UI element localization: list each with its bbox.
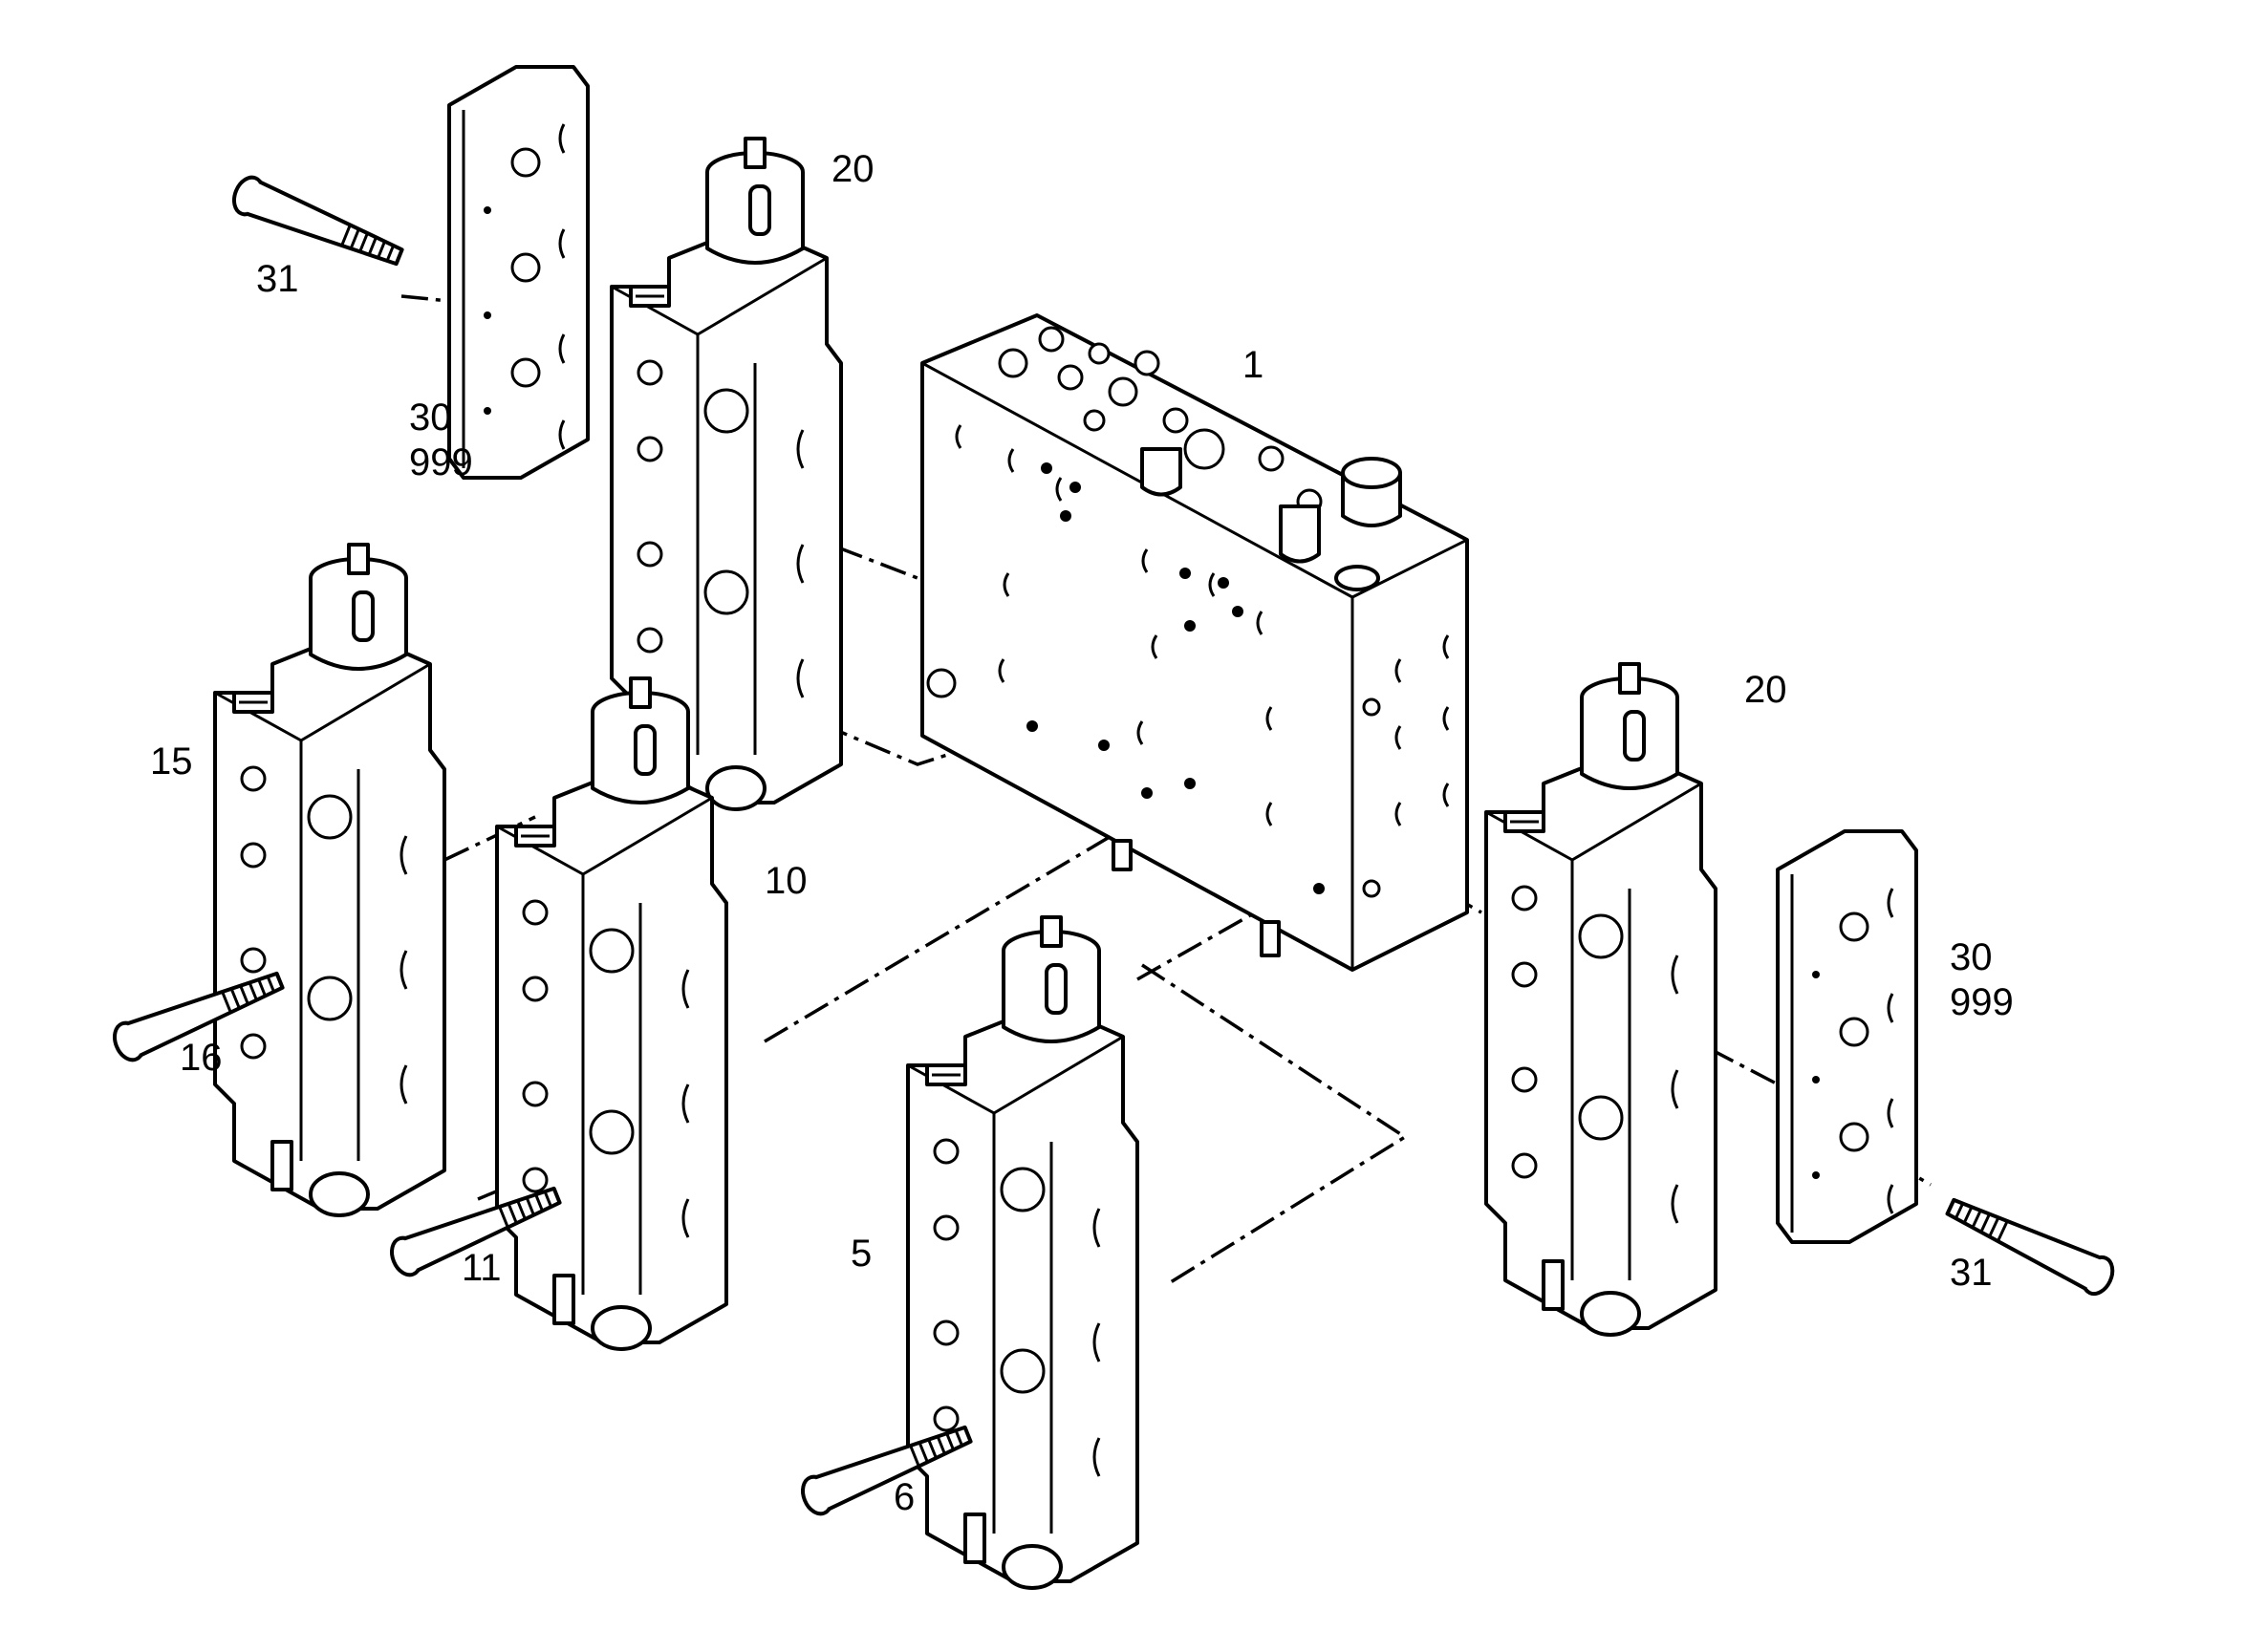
callout-labels: 1 5 6 10 11 15 16 20 20 30 999 30 999 31… xyxy=(150,148,2014,1518)
callout-31-right: 31 xyxy=(1950,1252,1993,1294)
valve-block-1 xyxy=(920,313,1469,972)
callout-5: 5 xyxy=(851,1233,872,1275)
callout-20-upper: 20 xyxy=(831,148,875,190)
callout-15: 15 xyxy=(150,740,193,783)
end-plate-30-upper xyxy=(447,65,590,480)
callout-30-upper: 30 xyxy=(409,397,452,439)
callout-6: 6 xyxy=(894,1476,915,1518)
valve-section-15 xyxy=(213,543,446,1217)
callout-999-upper: 999 xyxy=(409,441,473,483)
valve-section-5 xyxy=(906,915,1139,1590)
callout-10: 10 xyxy=(765,860,808,902)
valve-section-20-right xyxy=(1484,662,1717,1337)
callout-1: 1 xyxy=(1242,344,1263,386)
callout-31-upper: 31 xyxy=(256,258,299,300)
callout-16: 16 xyxy=(180,1037,223,1079)
callout-11: 11 xyxy=(462,1247,502,1289)
end-plate-30-right xyxy=(1776,829,1918,1244)
callout-999-right: 999 xyxy=(1950,981,2014,1023)
callout-30-right: 30 xyxy=(1950,936,1993,978)
callout-20-right: 20 xyxy=(1744,669,1787,711)
